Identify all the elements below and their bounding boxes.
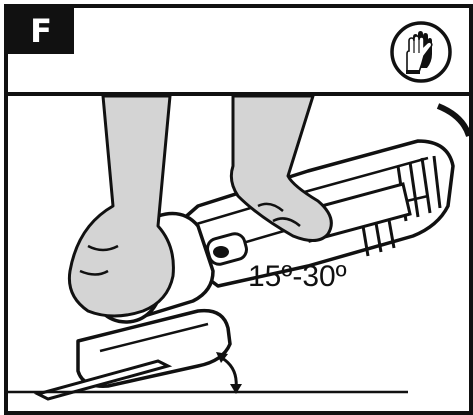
figure-frame: F <box>4 4 473 415</box>
protective-gloves-icon <box>390 21 452 83</box>
angle-label: 15º-30º <box>248 260 347 293</box>
angle-grinder-icon <box>8 96 469 401</box>
step-letter: F <box>30 12 52 50</box>
step-badge: F <box>8 8 74 54</box>
figure-header: F <box>8 8 469 96</box>
